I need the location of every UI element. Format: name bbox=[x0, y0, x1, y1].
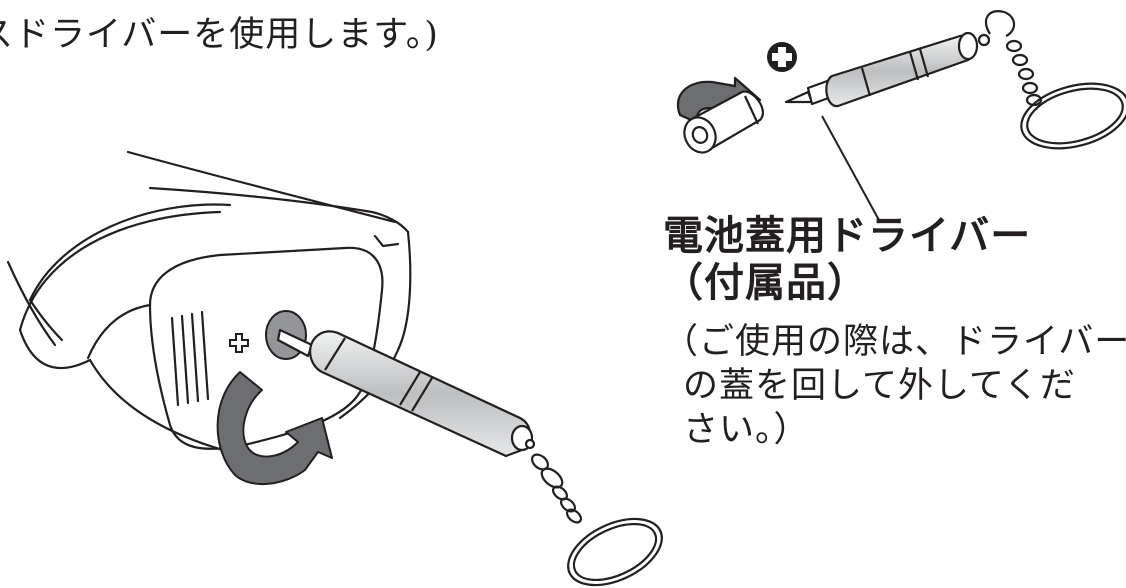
usage-note-line-1: （ご使用の際は、ドライバー bbox=[663, 322, 1126, 362]
leader-line bbox=[821, 115, 881, 223]
plus-mark-icon bbox=[229, 333, 249, 353]
accessory-label: （付属品） bbox=[663, 260, 868, 306]
usage-note-line-3: さい。） bbox=[683, 410, 810, 450]
driver-name-label: 電池蓋用ドライバー bbox=[663, 213, 1032, 259]
driver-in-use bbox=[276, 328, 663, 587]
device-body bbox=[6, 150, 412, 454]
driver-body bbox=[784, 10, 1126, 150]
driver-cap bbox=[676, 76, 764, 154]
usage-note-line-2: の蓋を回して外してくだ bbox=[683, 366, 1076, 406]
plus-circle-icon bbox=[767, 42, 797, 72]
top-instruction-text: スドライバーを使用します。) bbox=[0, 15, 439, 55]
rotation-arrow-icon bbox=[216, 371, 333, 486]
